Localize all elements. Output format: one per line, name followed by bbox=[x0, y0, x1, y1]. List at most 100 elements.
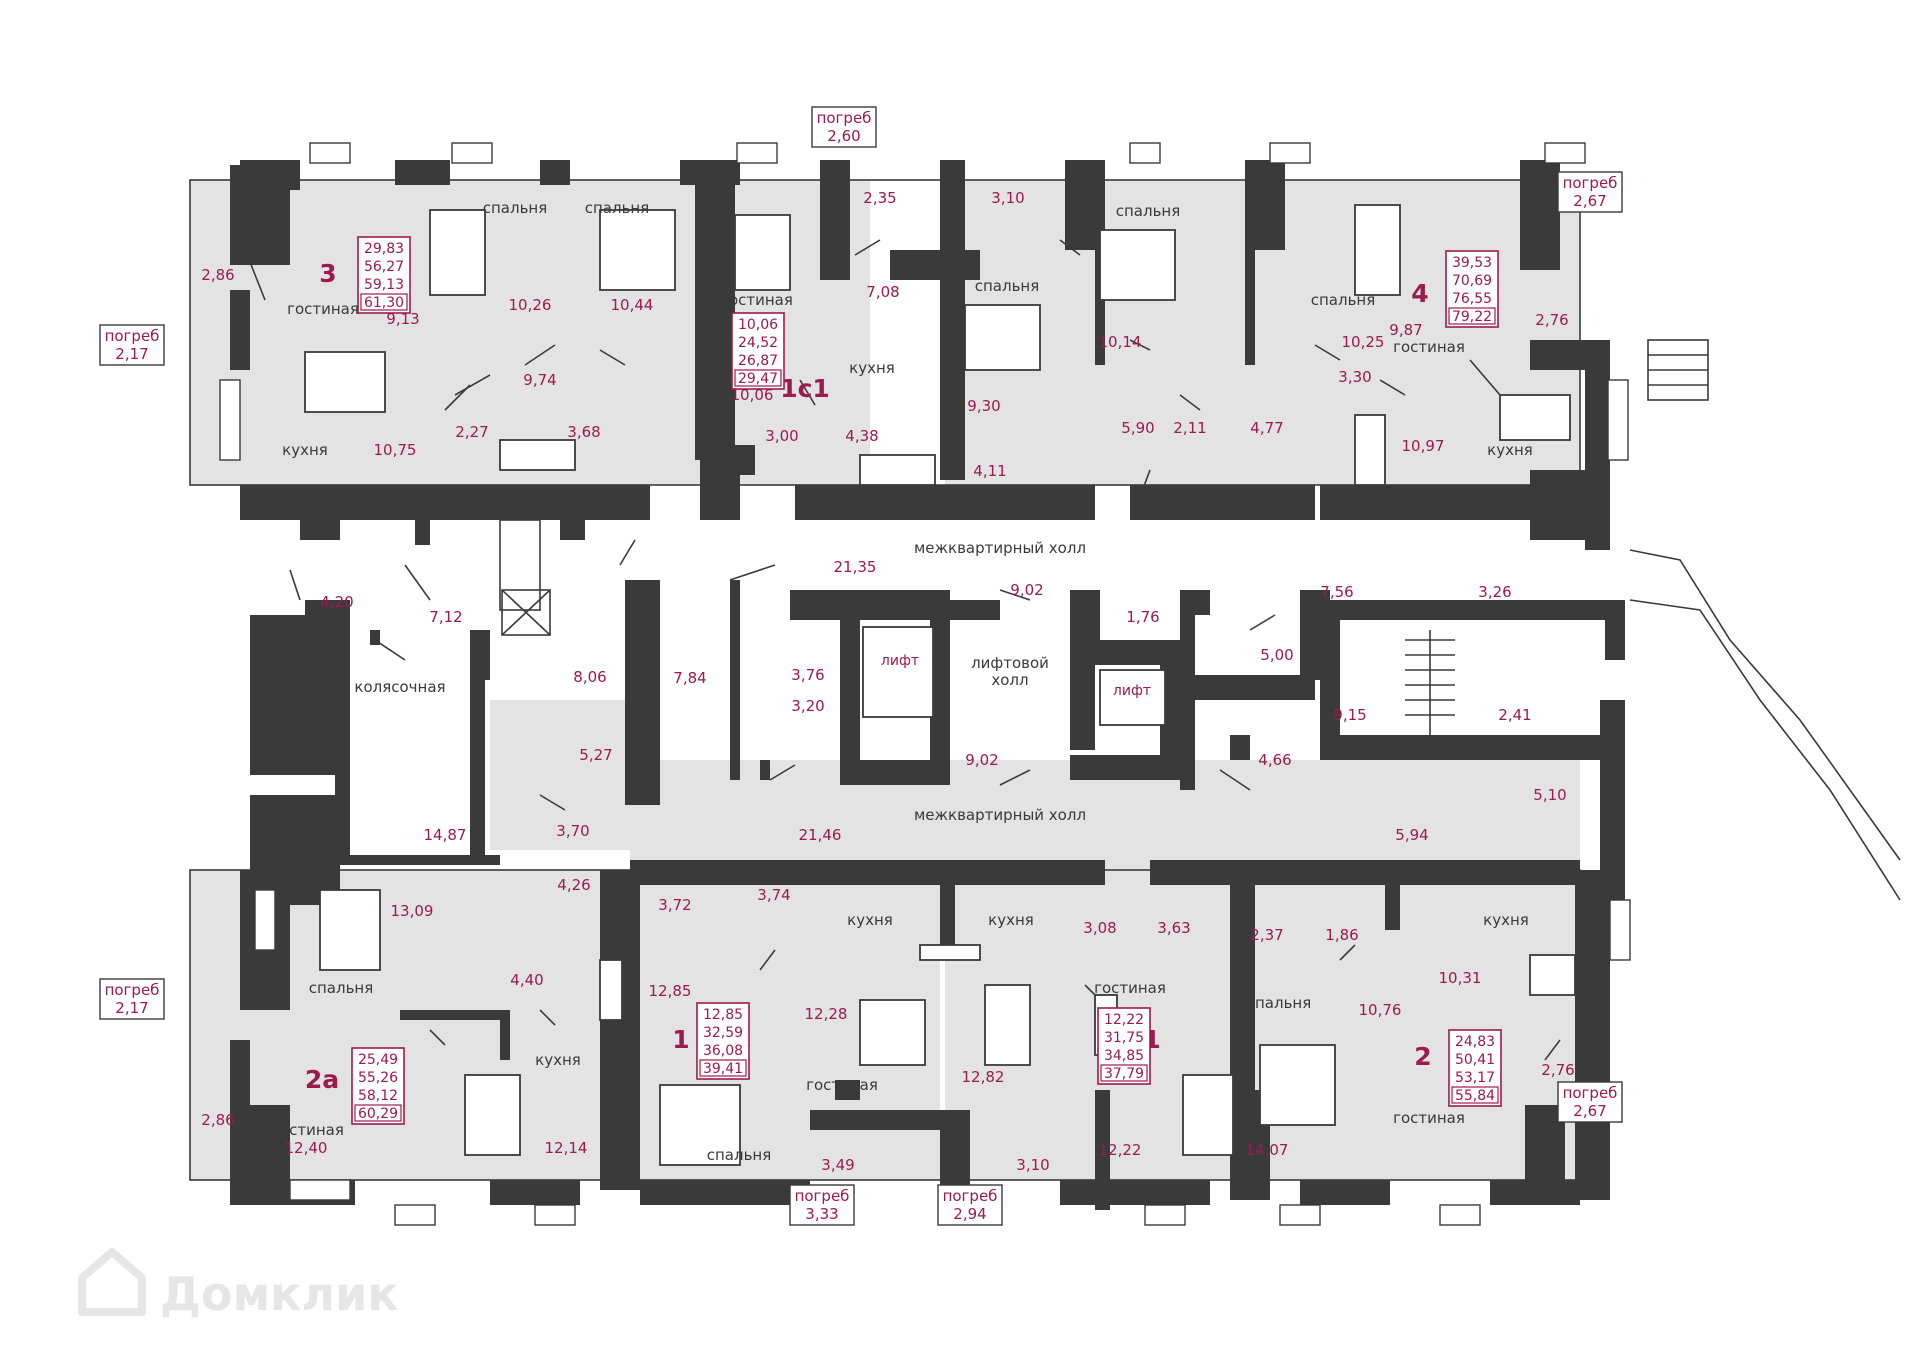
apartment-number: 1 bbox=[672, 1025, 689, 1054]
area-label: 1,76 bbox=[1126, 608, 1159, 626]
apartment-area: 60,29 bbox=[358, 1106, 398, 1122]
apartment-area: 50,41 bbox=[1455, 1052, 1495, 1068]
area-label: 3,10 bbox=[991, 189, 1024, 207]
area-label: 2,27 bbox=[455, 423, 488, 441]
apartment-area: 25,49 bbox=[358, 1052, 398, 1068]
apartment-area: 79,22 bbox=[1452, 309, 1492, 325]
door-swings bbox=[249, 239, 1561, 1061]
area-label: 4,11 bbox=[973, 462, 1006, 480]
area-label: 12,85 bbox=[649, 982, 692, 1000]
area-label: 5,00 bbox=[1260, 646, 1293, 664]
apartment-area: 61,30 bbox=[364, 295, 404, 311]
area-label: 7,84 bbox=[673, 669, 706, 687]
room-name: спальня bbox=[1247, 994, 1312, 1012]
area-box bbox=[731, 312, 785, 390]
apartment-area: 55,84 bbox=[1455, 1088, 1495, 1104]
area-label: 4,77 bbox=[1250, 419, 1283, 437]
area-label: 5,27 bbox=[579, 746, 612, 764]
room-name: кухня bbox=[988, 911, 1034, 929]
callout-box bbox=[789, 1184, 855, 1226]
area-box-total bbox=[360, 293, 408, 311]
room-name: кухня bbox=[847, 911, 893, 929]
cellar-callouts: погреб2,17погреб2,60погреб2,67погреб2,17… bbox=[99, 106, 1623, 1226]
room-name: спальня bbox=[309, 979, 374, 997]
stairs bbox=[499, 339, 1901, 901]
area-label: 3,49 bbox=[821, 1156, 854, 1174]
area-label: 3,72 bbox=[658, 896, 691, 914]
apartment-area: 32,59 bbox=[703, 1025, 743, 1041]
area-label: 3,68 bbox=[567, 423, 600, 441]
stroller: колясочная bbox=[354, 678, 445, 696]
area-label: 7,56 bbox=[1320, 583, 1353, 601]
area-label: 3,10 bbox=[1016, 1156, 1049, 1174]
apartment-area: 29,47 bbox=[738, 371, 778, 387]
walls bbox=[189, 160, 1625, 1210]
area-label: 9,74 bbox=[523, 371, 556, 389]
area-label: 3,74 bbox=[757, 886, 790, 904]
lift-hall-1: лифтовой bbox=[971, 654, 1049, 672]
area-label: 4,20 bbox=[320, 593, 353, 611]
callout-value: 2,67 bbox=[1573, 192, 1606, 210]
area-box bbox=[351, 1047, 405, 1125]
callout-value: 2,17 bbox=[115, 999, 148, 1017]
callout-label: погреб bbox=[1563, 1084, 1618, 1102]
area-label: 21,35 bbox=[834, 558, 877, 576]
callout-label: погреб bbox=[1563, 174, 1618, 192]
area-label: 12,22 bbox=[1099, 1141, 1142, 1159]
callout-value: 2,67 bbox=[1573, 1102, 1606, 1120]
area-label: 12,82 bbox=[962, 1068, 1005, 1086]
apartment-area: 10,06 bbox=[738, 317, 778, 333]
area-label: 1,86 bbox=[1325, 926, 1358, 944]
area-label: 3,26 bbox=[1478, 583, 1511, 601]
lift-shafts bbox=[862, 626, 1166, 726]
callout-box bbox=[811, 106, 877, 148]
area-label: 10,44 bbox=[611, 296, 654, 314]
area-label: 5,90 bbox=[1121, 419, 1154, 437]
area-label: 13,09 bbox=[391, 902, 434, 920]
callout-value: 2,94 bbox=[953, 1205, 986, 1223]
area-label: 21,46 bbox=[799, 826, 842, 844]
area-label: 2,86 bbox=[201, 1111, 234, 1129]
apartment-number: 3 bbox=[319, 259, 336, 288]
apartment-area: 37,79 bbox=[1104, 1066, 1144, 1082]
room-name: спальня bbox=[1116, 202, 1181, 220]
area-label: 2,35 bbox=[863, 189, 896, 207]
callout-box bbox=[937, 1184, 1003, 1226]
room-name: кухня bbox=[535, 1051, 581, 1069]
room-name: кухня bbox=[282, 441, 328, 459]
area-box bbox=[357, 236, 411, 314]
hall-bottom: межквартирный холл bbox=[914, 806, 1086, 824]
area-box-total bbox=[354, 1104, 402, 1122]
area-label: 4,40 bbox=[510, 971, 543, 989]
area-label: 9,13 bbox=[386, 310, 419, 328]
area-label: 10,31 bbox=[1439, 969, 1482, 987]
apartment-area: 24,83 bbox=[1455, 1034, 1495, 1050]
area-label: 9,15 bbox=[1333, 706, 1366, 724]
callout-value: 2,17 bbox=[115, 345, 148, 363]
area-label: 10,97 bbox=[1402, 437, 1445, 455]
apartment-area: 26,87 bbox=[738, 353, 778, 369]
apartment-number: 2а bbox=[305, 1065, 339, 1094]
area-label: 10,76 bbox=[1359, 1001, 1402, 1019]
room-name: кухня bbox=[1483, 911, 1529, 929]
area-label: 9,02 bbox=[965, 751, 998, 769]
area-label: 9,87 bbox=[1389, 321, 1422, 339]
callout-label: погреб bbox=[105, 981, 160, 999]
area-box-total bbox=[1100, 1064, 1148, 1082]
area-label: 10,25 bbox=[1342, 333, 1385, 351]
area-label: 4,38 bbox=[845, 427, 878, 445]
area-box bbox=[1448, 1029, 1502, 1107]
apartment-number: 4 bbox=[1411, 279, 1428, 308]
callout-label: погреб bbox=[817, 109, 872, 127]
area-label: 2,11 bbox=[1173, 419, 1206, 437]
callout-label: погреб bbox=[943, 1187, 998, 1205]
